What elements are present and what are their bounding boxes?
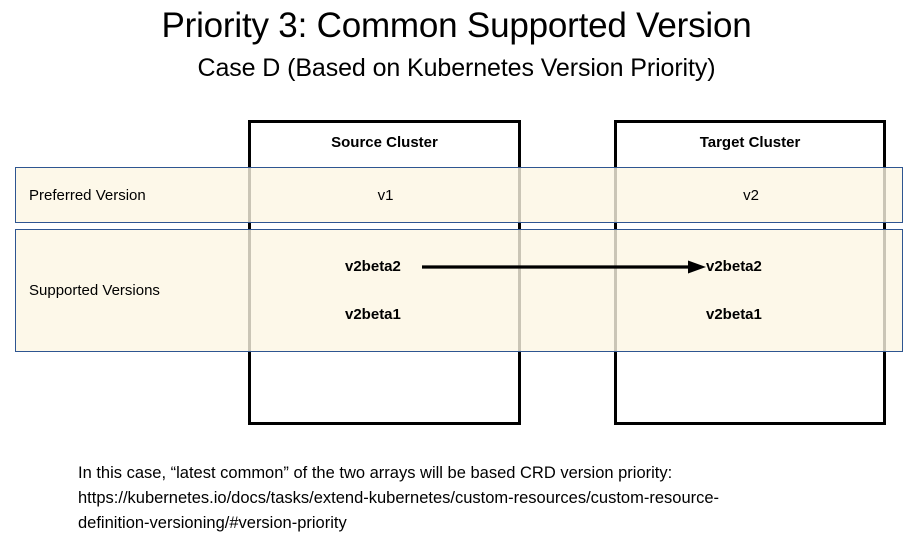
preferred-version-source-value: v1	[377, 187, 394, 204]
footer-note-line-1: In this case, “latest common” of the two…	[78, 464, 673, 482]
target-supported-version-1: v2beta1	[706, 306, 762, 323]
preferred-version-target-value: v2	[743, 187, 759, 204]
source-supported-version-0: v2beta2	[345, 258, 401, 275]
version-mapping-arrow-icon	[422, 260, 706, 274]
footer-note-line-3: definition-versioning/#version-priority	[78, 514, 347, 532]
source-supported-version-1: v2beta1	[345, 306, 401, 323]
target-supported-version-0: v2beta2	[706, 258, 762, 275]
page-subtitle: Case D (Based on Kubernetes Version Prio…	[197, 54, 716, 82]
footer-note: In this case, “latest common” of the two…	[78, 461, 868, 536]
row-label-preferred-version: Preferred Version	[29, 187, 146, 204]
table-row-supported-versions: Supported Versions v2beta2 v2beta1 v2bet…	[15, 229, 903, 352]
footer-note-line-2: https://kubernetes.io/docs/tasks/extend-…	[78, 489, 720, 507]
target-cluster-title: Target Cluster	[699, 134, 801, 151]
table-row-preferred-version: Preferred Version v1 v2	[15, 167, 903, 223]
source-cluster-title: Source Cluster	[331, 134, 438, 151]
page-title: Priority 3: Common Supported Version	[161, 6, 752, 45]
row-label-supported-versions: Supported Versions	[29, 282, 160, 299]
